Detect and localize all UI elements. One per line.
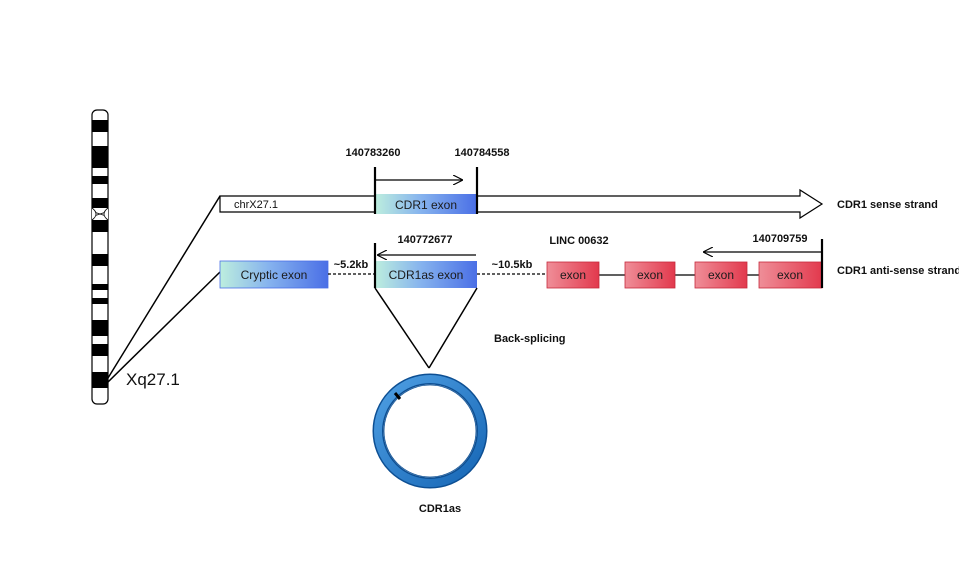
chromosome-band-label: Xq27.1 [126,370,180,389]
linc-exon-2 [624,261,676,289]
chromosome-ideogram [91,109,109,405]
linc-exon-4-label: exon [777,268,803,282]
cdr1as-coord: 140772677 [397,234,452,246]
sense-end-coord: 140784558 [454,147,509,159]
cdr1as-circle [372,373,488,489]
cdr1as-exon-box [375,261,477,288]
cryptic-exon-label: Cryptic exon [241,268,308,282]
sense-strand-label: CDR1 sense strand [837,199,938,211]
linc-exon-4 [758,261,823,289]
linc-exon-3 [694,261,748,289]
sense-strand-arrow [219,188,824,220]
gap2-label: ~10.5kb [492,259,533,271]
cdr1-exon-label: CDR1 exon [395,198,457,212]
linc-coord: 140709759 [752,233,807,245]
cdr1as-exon-label: CDR1as exon [389,268,464,282]
zoom-line-upper [107,195,221,379]
gap1-label: ~5.2kb [334,259,369,271]
antisense-strand-label: CDR1 anti-sense strand [837,265,959,277]
chrom-label: chrX27.1 [234,199,278,211]
linc-exon-2-label: exon [637,268,663,282]
cdr1-exon-box [375,194,477,214]
linc-exon-3-label: exon [708,268,734,282]
cdr1as-label: CDR1as [419,503,461,515]
linc-label: LINC 00632 [549,235,608,247]
sense-start-coord: 140783260 [345,147,400,159]
zoom-line-lower [107,271,221,383]
back-splicing-label: Back-splicing [494,333,566,345]
backsplice-line-left [374,287,430,369]
backsplice-line-right [428,287,478,369]
linc-exon-1 [546,261,600,289]
linc-exon-1-label: exon [560,268,586,282]
